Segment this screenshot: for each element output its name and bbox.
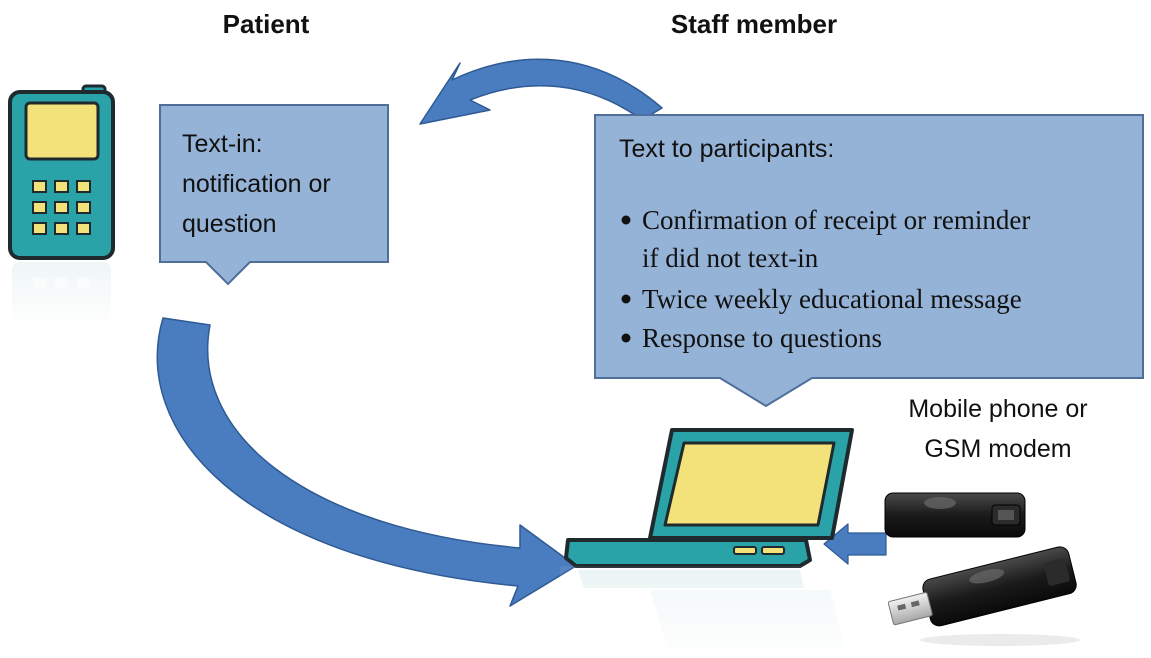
staff-bullet-text: Twice weekly educational message: [642, 284, 1022, 314]
patient-callout-line: notification or: [182, 170, 331, 198]
staff-bullet-text: Confirmation of receipt or reminder: [642, 205, 1030, 235]
laptop-reflection: [560, 566, 860, 658]
patient-header: Patient: [223, 9, 310, 39]
patient-callout-line: question: [182, 210, 277, 238]
staff-header: Staff member: [671, 9, 837, 39]
usb-gsm-modem-icon: [884, 492, 1080, 646]
mobile-phone-reflection: [10, 260, 115, 326]
mobile-phone-icon: [8, 84, 115, 260]
modem-label-line: Mobile phone or: [908, 395, 1087, 423]
modem-label-line: GSM modem: [924, 435, 1071, 463]
bullet-point: [621, 294, 631, 304]
staff-callout-box: [594, 114, 1144, 408]
bullet-point: [621, 333, 631, 343]
arrow-patient-to-staff: [156, 317, 577, 607]
patient-callout-box: [159, 104, 389, 286]
staff-callout-title: Text to participants:: [619, 135, 834, 163]
staff-bullet-text: Response to questions: [642, 323, 882, 353]
bullet-point: [621, 215, 631, 225]
laptop-icon: [564, 428, 854, 568]
arrow-modem-to-laptop: [823, 523, 887, 565]
staff-bullet-text: if did not text-in: [642, 243, 819, 273]
arrow-staff-to-patient: [419, 58, 663, 125]
patient-callout-line: Text-in:: [182, 130, 263, 158]
